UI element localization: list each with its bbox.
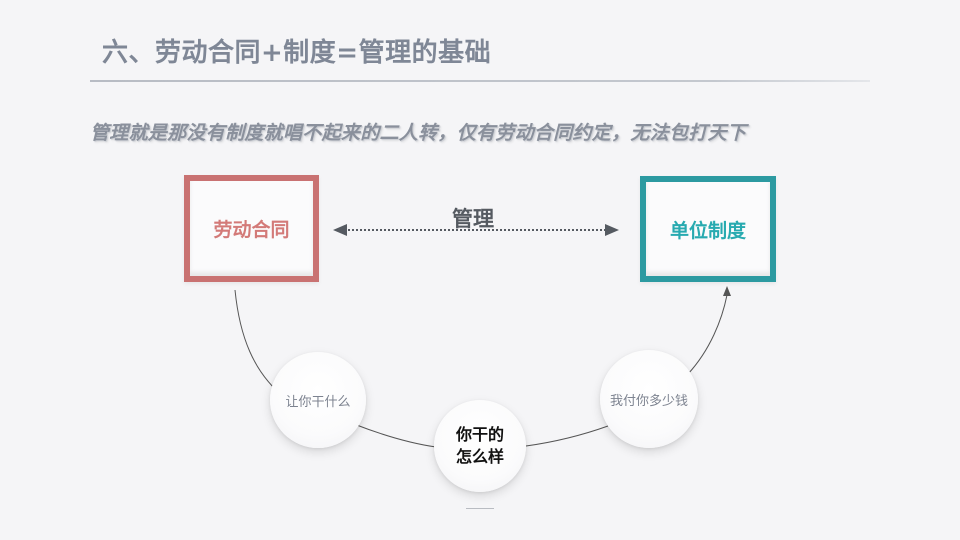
- arrow-up-icon: [723, 286, 731, 296]
- company-rules-box: 单位制度: [640, 176, 776, 282]
- title-divider: [90, 80, 870, 82]
- circle-how-well: 你干的 怎么样: [434, 400, 526, 492]
- arc-segment-4: [687, 294, 728, 375]
- circle-how-much-pay: 我付你多少钱: [600, 350, 698, 448]
- management-label: 管理: [452, 207, 494, 231]
- arc-segment-2: [353, 423, 437, 448]
- circle-label: 我付你多少钱: [609, 393, 688, 409]
- arrow-right-icon: [605, 224, 619, 236]
- circle-label-line1: 你干的: [455, 425, 504, 444]
- labor-contract-label: 劳动合同: [213, 219, 290, 241]
- company-rules-label: 单位制度: [669, 219, 746, 242]
- circle-label: 让你干什么: [285, 394, 351, 410]
- slide-title: 六、劳动合同+制度=管理的基础: [102, 38, 492, 68]
- circle-what-to-do: 让你干什么: [270, 352, 366, 448]
- page-indicator: [466, 508, 494, 509]
- slide-subtitle: 管理就是那没有制度就唱不起来的二人转，仅有劳动合同约定，无法包打天下: [90, 122, 747, 144]
- arc-segment-1: [234, 289, 279, 393]
- circle-label-line2: 怎么样: [455, 447, 504, 466]
- arc-segment-3: [525, 425, 609, 447]
- labor-contract-box: 劳动合同: [184, 175, 319, 282]
- arrow-left-icon: [333, 224, 347, 236]
